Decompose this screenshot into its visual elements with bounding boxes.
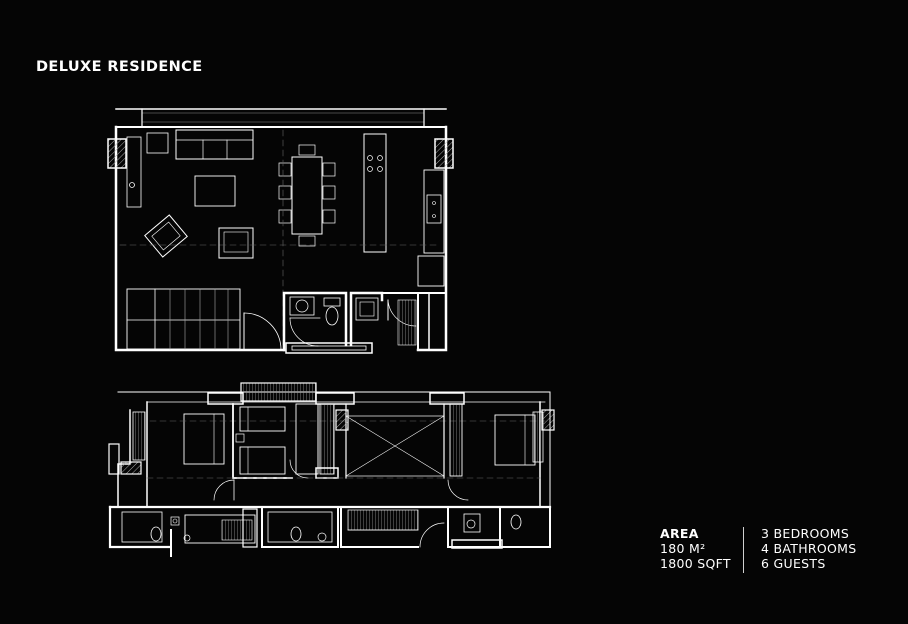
area-column: AREA 180 M² 1800 SQFT [660,526,740,571]
lower-floor-plan [108,382,555,557]
area-label: AREA [660,526,699,541]
bedrooms-count: 3 BEDROOMS [761,526,850,541]
page-title: DELUXE RESIDENCE [36,59,203,75]
area-sqft: 1800 SQFT [660,556,731,571]
upper-floor-plan [107,108,454,354]
bathrooms-count: 4 BATHROOMS [761,541,857,556]
guests-count: 6 GUESTS [761,556,826,571]
capacity-column: 3 BEDROOMS 4 BATHROOMS 6 GUESTS [761,526,891,571]
specs-divider [743,527,744,573]
area-m2: 180 M² [660,541,706,556]
